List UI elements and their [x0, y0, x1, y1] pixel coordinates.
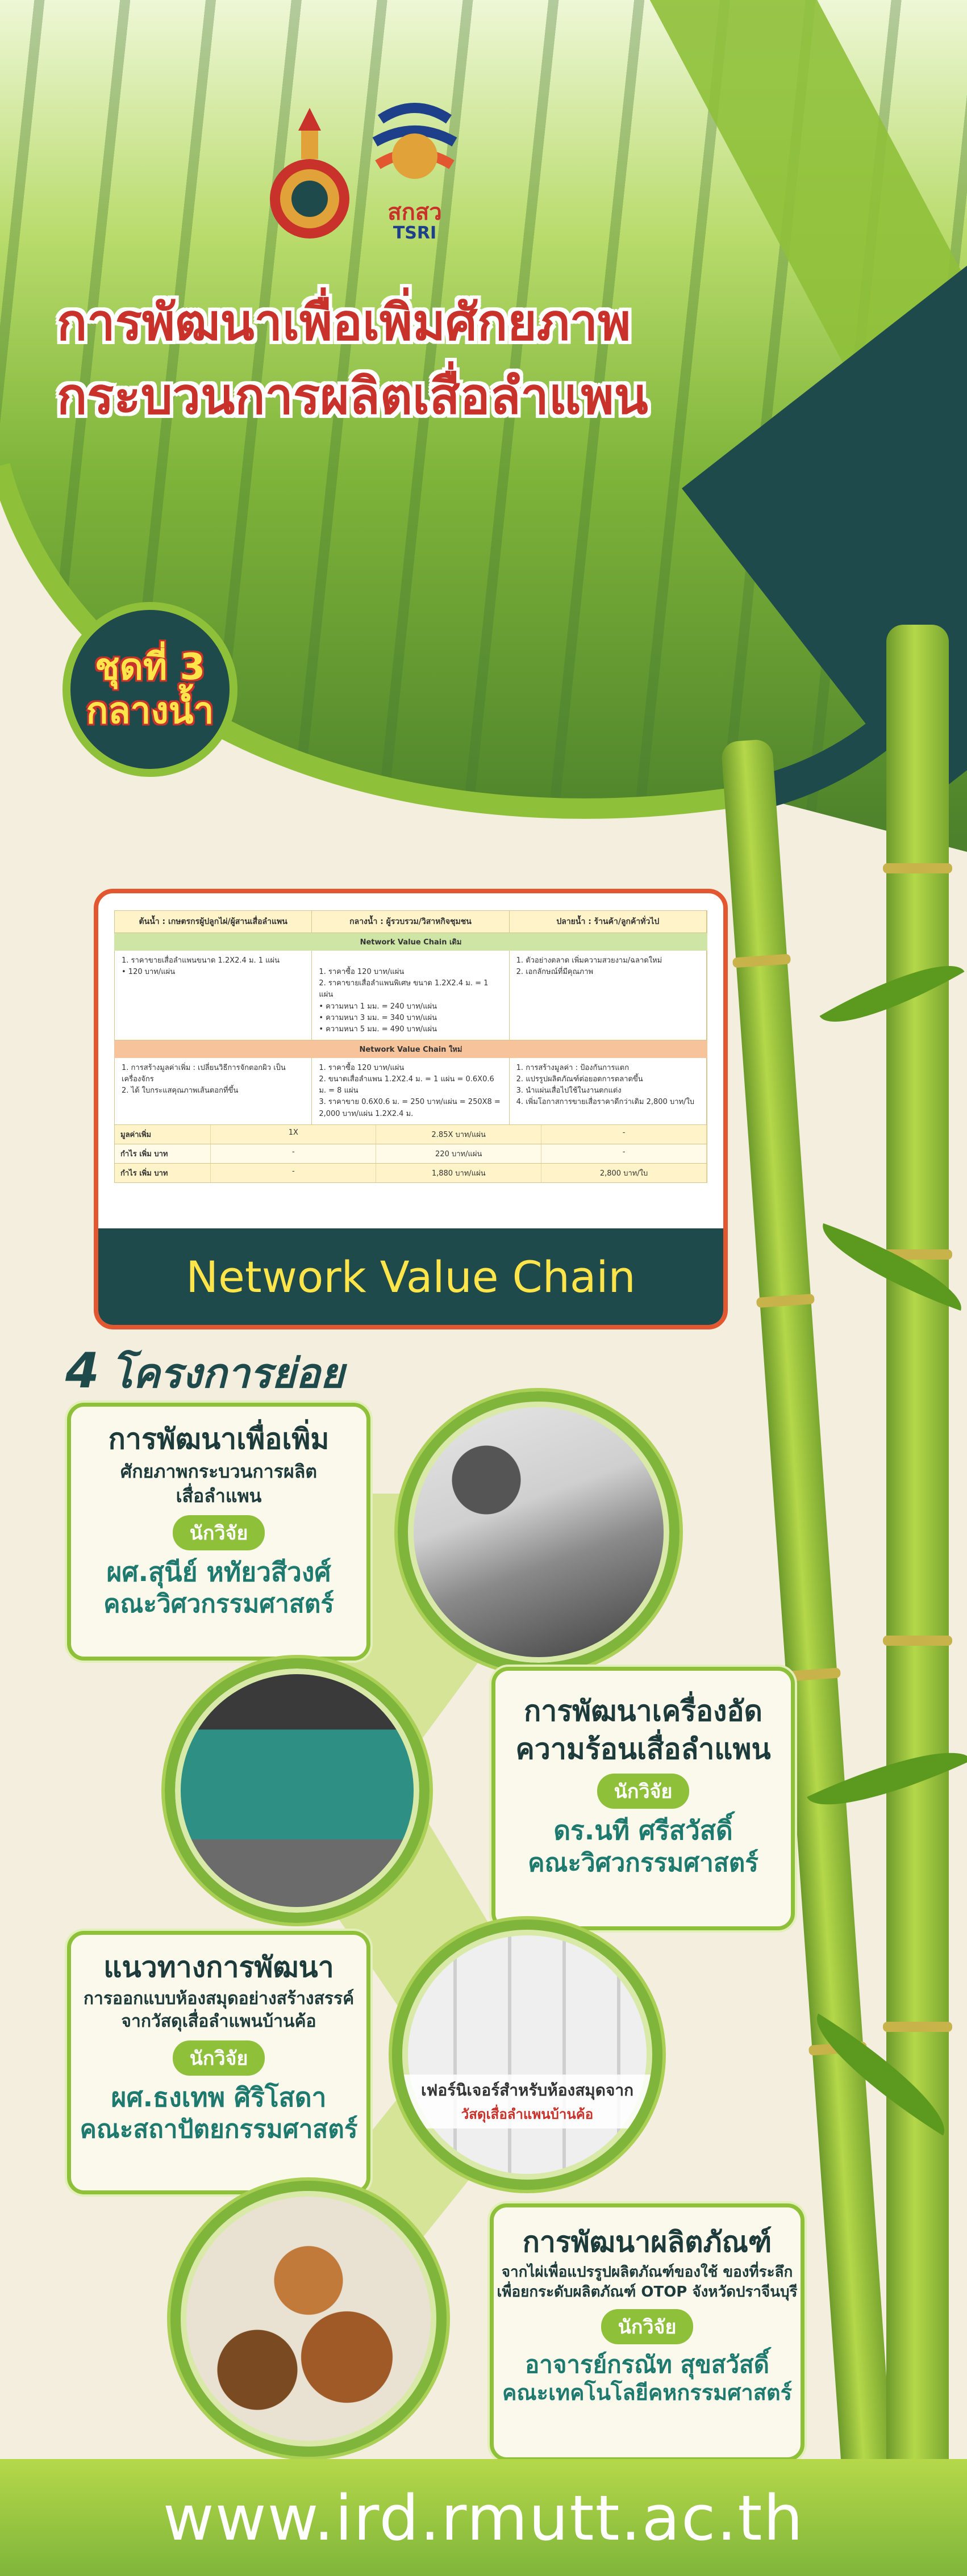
photo-caption-line2: วัสดุเสื่อลำแพนบ้านค้อ: [461, 2106, 594, 2123]
photo-conveyor-machine: [398, 1391, 680, 1673]
table-header: ต้นน้ำ : เกษตรกรผู้ปลูกไผ่/ผู้สานเสื่อลำ…: [114, 910, 707, 933]
website-url[interactable]: www.ird.rmutt.ac.th: [162, 2482, 805, 2554]
summary-label: มูลค่าเพิ่ม: [115, 1124, 211, 1144]
summary-label: กำไร เพิ่ม บาท: [115, 1144, 211, 1163]
column-header-upstream: ต้นน้ำ : เกษตรกรผู้ปลูกไผ่/ผู้สานเสื่อลำ…: [115, 911, 312, 932]
badge-line2: กลางน้ำ: [86, 690, 214, 732]
tsri-logo: สกสว TSRI: [364, 102, 466, 244]
subproject-3-subtitle-2: จากวัสดุเสื่อลำแพนบ้านค้อ: [121, 2012, 316, 2031]
subproject-3-researcher: ผศ.ธงเทพ ศิริโสดา: [111, 2081, 327, 2113]
table-cell-text: 1. ราคาซื้อ 120 บาท/แผ่น 2. ราคาขายเสื่อ…: [319, 968, 489, 1034]
table-row-new: 1. การสร้างมูลค่าเพิ่ม : เปลี่ยนวิธีการจ…: [114, 1057, 707, 1125]
summary-cell: -: [541, 1144, 707, 1163]
bamboo-stalk-2: [883, 625, 952, 2556]
subproject-1-title: การพัฒนาเพื่อเพิ่ม: [108, 1423, 330, 1456]
subproject-1-faculty: คณะวิศวกรรมศาสตร์: [103, 1590, 334, 1619]
page-title-line1: การพัฒนาเพื่อเพิ่มศักยภาพ: [57, 293, 631, 352]
photo-caption-line1: เฟอร์นิเจอร์สำหรับห้องสมุดจาก: [420, 2081, 634, 2100]
subproject-card-3: แนวทางการพัฒนา การออกแบบห้องสมุดอย่างสร้…: [67, 1931, 370, 2194]
subproject-3-subtitle-1: การออกแบบห้องสมุดอย่างสร้างสรรค์: [83, 1988, 355, 2009]
subproject-card-2: การพัฒนาเครื่องอัด ความร้อนเสื่อลำแพน นั…: [491, 1667, 795, 1930]
subprojects-count: 4: [65, 1343, 99, 1399]
table-row-summary: กำไร เพิ่ม บาท - 1,880 บาท/แผ่น 2,800 บา…: [114, 1163, 707, 1183]
subproject-card-1: การพัฒนาเพื่อเพิ่ม ศักยภาพกระบวนการผลิต …: [67, 1403, 370, 1661]
summary-cell: 1,880 บาท/แผ่น: [376, 1163, 542, 1182]
subproject-1-researcher: ผศ.สุนีย์ หทัยวสีวงศ์: [106, 1556, 331, 1587]
nvc-footer-title: Network Value Chain: [186, 1251, 636, 1302]
subproject-card-4: การพัฒนาผลิตภัณฑ์ จากไผ่เพื่อแปรรูปผลิตภ…: [490, 2203, 805, 2461]
subproject-2-title-1: การพัฒนาเครื่องอัด: [524, 1695, 762, 1728]
researcher-tag: นักวิจัย: [172, 2040, 265, 2076]
table-cell: 1. การสร้างมูลค่า : ป้องกันการแตก 2. แปร…: [510, 1057, 707, 1124]
subproject-1-subtitle-1: ศักยภาพกระบวนการผลิต: [120, 1460, 318, 1482]
footer-grass: [0, 2459, 967, 2576]
subproject-4-faculty: คณะเทคโนโลยีคหกรรมศาสตร์: [502, 2380, 792, 2406]
summary-cell: 1X: [211, 1124, 377, 1144]
tsri-logo-text: สกสว: [387, 199, 442, 225]
value-chain-table: ต้นน้ำ : เกษตรกรผู้ปลูกไผ่/ผู้สานเสื่อลำ…: [114, 910, 707, 1183]
researcher-tag: นักวิจัย: [597, 1774, 690, 1809]
summary-cell: 220 บาท/แผ่น: [376, 1144, 542, 1163]
table-cell: 1. ราคาซื้อ 120 บาท/แผ่น 2. ราคาขายเสื่อ…: [312, 951, 510, 1040]
photo-bamboo-products: [170, 2181, 447, 2457]
table-cell: 1. ตัวอย่างตลาด เพิ่มความสวยงาม/ฉลาดใหม่…: [510, 951, 707, 1040]
photo-library-furniture: เฟอร์นิเจอร์สำหรับห้องสมุดจาก วัสดุเสื่อ…: [392, 1920, 662, 2190]
subproject-4-subtitle-2: เพื่อยกระดับผลิตภัณฑ์ OTOP จังหวัดปราจีน…: [497, 2283, 798, 2301]
subproject-4-subtitle-1: จากไผ่เพื่อแปรรูปผลิตภัณฑ์ของใช้ ของที่ร…: [501, 2263, 793, 2281]
researcher-tag: นักวิจัย: [601, 2309, 694, 2344]
subprojects-heading-text: โครงการย่อย: [110, 1349, 344, 1397]
subproject-4-title: การพัฒนาผลิตภัณฑ์: [522, 2226, 772, 2259]
table-row-old: 1. ราคาขายเสื่อลำแพนขนาด 1.2X2.4 ม. 1 แผ…: [114, 951, 707, 1040]
network-value-chain-card: ต้นน้ำ : เกษตรกรผู้ปลูกไผ่/ผู้สานเสื่อลำ…: [94, 889, 728, 1329]
table-row-summary: มูลค่าเพิ่ม 1X 2.85X บาท/แผ่น -: [114, 1124, 707, 1144]
summary-cell: 2.85X บาท/แผ่น: [376, 1124, 542, 1144]
series-badge: ชุดที่ 3 กลางน้ำ: [62, 602, 237, 777]
column-header-midstream: กลางน้ำ : ผู้รวบรวม/วิสาหกิจชุมชน: [312, 911, 510, 932]
summary-cell: -: [211, 1144, 377, 1163]
new-chain-label: Network Value Chain ใหม่: [114, 1040, 707, 1058]
summary-cell: -: [541, 1124, 707, 1144]
tsri-emblem: [372, 103, 457, 179]
page-title-line2: กระบวนการผลิตเสื่อลำแพน: [57, 367, 648, 425]
table-row-summary: กำไร เพิ่ม บาท - 220 บาท/แผ่น -: [114, 1144, 707, 1164]
nvc-footer-bar: Network Value Chain: [98, 1228, 723, 1325]
badge-line1: ชุดที่ 3: [95, 646, 205, 689]
old-chain-label: Network Value Chain เดิม: [114, 933, 707, 951]
subproject-2-researcher: ดร.นที ศรีสวัสดิ์: [553, 1815, 733, 1846]
researcher-tag: นักวิจัย: [172, 1515, 265, 1550]
subproject-4-researcher: อาจารย์กรณัท สุขสวัสดิ์: [525, 2350, 769, 2378]
subproject-3-title: แนวทางการพัฒนา: [103, 1951, 334, 1984]
rmutt-seal-logo: [270, 108, 349, 239]
subproject-1-subtitle-2: เสื่อลำแพน: [176, 1484, 262, 1507]
summary-cell: -: [211, 1163, 377, 1182]
summary-label: กำไร เพิ่ม บาท: [115, 1163, 211, 1182]
subproject-2-faculty: คณะวิศวกรรมศาสตร์: [528, 1848, 758, 1877]
table-cell: 1. การสร้างมูลค่าเพิ่ม : เปลี่ยนวิธีการจ…: [115, 1057, 312, 1124]
photo-caption: เฟอร์นิเจอร์สำหรับห้องสมุดจาก วัสดุเสื่อ…: [402, 2075, 652, 2129]
tsri-logo-text-en: TSRI: [393, 223, 437, 243]
column-header-downstream: ปลายน้ำ : ร้านค้า/ลูกค้าทั่วไป: [510, 911, 707, 932]
photo-press-machine: [165, 1658, 430, 1923]
subproject-3-faculty: คณะสถาปัตยกรรมศาสตร์: [80, 2115, 358, 2144]
summary-cell: 2,800 บาท/ใบ: [541, 1163, 707, 1182]
subproject-2-title-2: ความร้อนเสื่อลำแพน: [515, 1732, 771, 1766]
table-cell: 1. ราคาขายเสื่อลำแพนขนาด 1.2X2.4 ม. 1 แผ…: [115, 951, 312, 1040]
table-cell: 1. ราคาซื้อ 120 บาท/แผ่น 2. ขนาดเสื่อลำแ…: [312, 1057, 510, 1124]
